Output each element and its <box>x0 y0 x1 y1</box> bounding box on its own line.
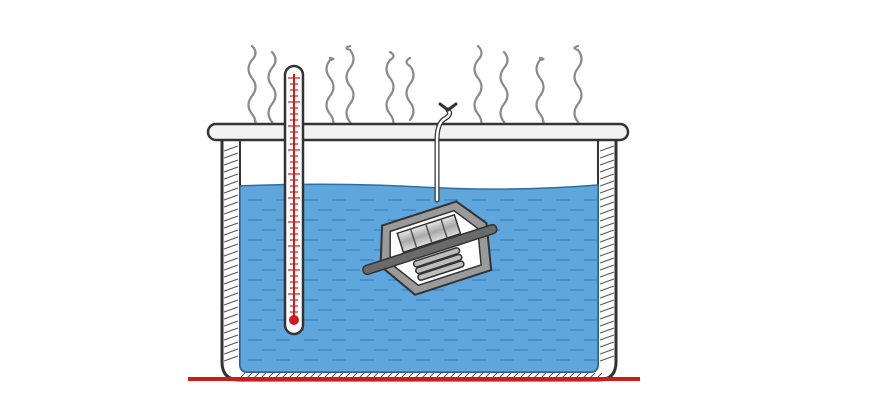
steam-wisp <box>405 56 415 122</box>
thermostat-icon <box>362 102 498 296</box>
thermometer-icon <box>283 64 305 336</box>
thermostat-spring <box>412 247 465 281</box>
hot-plate-icon <box>188 377 640 381</box>
thermometer-scale <box>288 77 300 313</box>
pot-rim <box>206 122 630 142</box>
